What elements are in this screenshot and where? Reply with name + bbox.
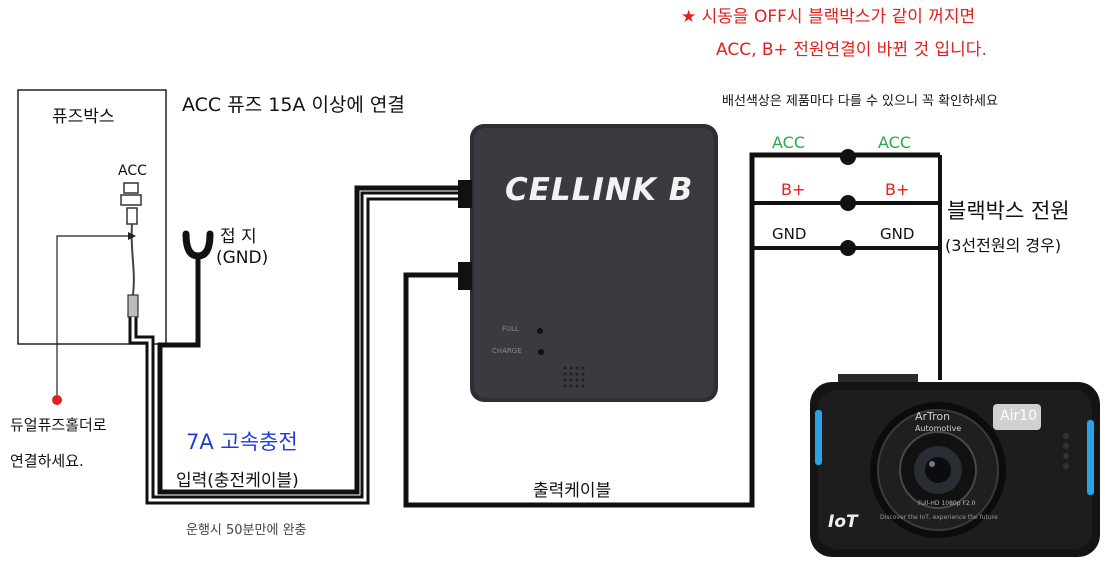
left-bplus-label: B+ — [781, 180, 806, 199]
acc-fuse-label: ACC — [118, 163, 147, 179]
charge-led — [538, 349, 544, 355]
dashcam-model: Air10 — [1000, 408, 1038, 424]
right-gnd-label: GND — [880, 225, 915, 243]
dual-fuse-label-1: 듀얼퓨즈홀더로 — [10, 416, 107, 434]
blackbox-power-subtitle: (3선전원의 경우) — [945, 236, 1062, 255]
left-gnd-label: GND — [772, 225, 807, 243]
lens-spec-text: Full-HD 1080p F2.0 — [918, 500, 976, 507]
acc-fuse-note: ACC 퓨즈 15A 이상에 연결 — [182, 94, 405, 116]
right-acc-label: ACC — [878, 133, 912, 152]
dashcam-brand: ArTron — [915, 410, 951, 423]
notice-line1-text: 시동을 OFF시 블랙박스가 같이 꺼지면 — [701, 7, 976, 27]
pointer-dot — [52, 395, 62, 405]
device-brand: CELLINK B — [505, 172, 694, 208]
speaker-grille-icon — [563, 366, 585, 388]
model-badge — [993, 404, 1041, 430]
cellink-device — [458, 124, 718, 402]
star-icon: ★ — [681, 7, 697, 27]
notice-line1: ★ 시동을 OFF시 블랙박스가 같이 꺼지면 — [681, 2, 975, 27]
left-acc-label: ACC — [772, 133, 806, 152]
fuse-holder-icon — [120, 182, 142, 318]
input-cable-label: 입력(충전케이블) — [176, 471, 299, 491]
dashcam — [810, 374, 1100, 557]
dual-fuse-label-2: 연결하세요. — [10, 452, 84, 470]
right-bplus-label: B+ — [885, 180, 910, 199]
left-accent-stripe — [815, 410, 822, 465]
drive-note: 운행시 50분만에 완충 — [186, 523, 307, 538]
ground-symbol-icon — [182, 230, 214, 260]
right-accent-stripe — [1087, 420, 1094, 495]
charge-led-label: CHARGE — [492, 347, 522, 355]
output-port — [458, 262, 472, 290]
lens-icon — [925, 457, 951, 483]
input-cable — [128, 185, 466, 505]
iot-label: IoT — [828, 512, 858, 532]
full-led — [537, 328, 543, 334]
input-port — [458, 180, 472, 208]
junction-dot-bplus — [840, 195, 856, 211]
blackbox-power-title: 블랙박스 전원 — [947, 199, 1070, 223]
dual-fuse-pointer-line — [56, 235, 128, 398]
wire-color-note: 배선색상은 제품마다 다를 수 있으니 꼭 확인하세요 — [722, 94, 998, 109]
ring-bottom-text: Discover the IoT, experience the future — [880, 514, 998, 521]
junction-dot-acc — [840, 149, 856, 165]
ground-label-2: (GND) — [216, 248, 269, 268]
full-led-label: FULL — [502, 325, 519, 333]
ring-top-text: Automotive — [915, 424, 962, 433]
charging-title: 7A 고속충전 — [186, 430, 298, 454]
ground-label-1: 접 지 — [220, 227, 257, 247]
fuse-box-title: 퓨즈박스 — [52, 107, 115, 127]
junction-dot-gnd — [840, 240, 856, 256]
pointer-arrow-icon — [128, 232, 136, 240]
output-cable-label: 출력케이블 — [533, 481, 612, 501]
fuse-box-frame — [17, 89, 167, 345]
notice-line2: ACC, B+ 전원연결이 바뀐 것 입니다. — [716, 40, 987, 60]
